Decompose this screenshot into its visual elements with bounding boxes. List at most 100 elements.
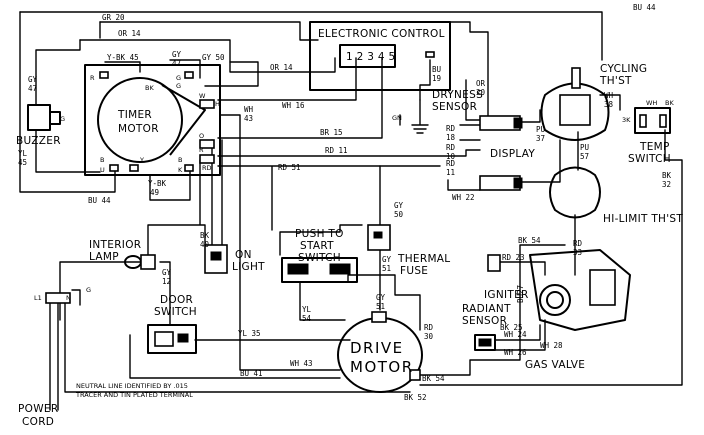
igniter: IGNITER — [484, 254, 528, 301]
wire-label: RD — [446, 124, 456, 133]
thermal-fuse: THERMAL FUSE — [367, 224, 450, 277]
wire-wh16 — [217, 57, 357, 101]
wire-bu44-left — [19, 11, 116, 193]
wire-rd51 — [217, 165, 441, 231]
ground-symbol — [411, 99, 429, 134]
radiant-sensor-box — [474, 334, 496, 351]
cycling-thst-label-1: CYCLING — [600, 63, 647, 75]
timer-terminal — [199, 99, 215, 109]
wire-label: BK 54 — [422, 374, 445, 383]
wire-label: GY 50 — [202, 53, 225, 62]
wire-label: WH 24 — [504, 330, 527, 339]
gas-valve-coil-inner — [546, 291, 564, 309]
on-light: ON LIGHT — [204, 244, 265, 274]
wire-label: 45 — [18, 158, 27, 167]
wire-label: GY — [162, 268, 172, 277]
wire-gy12 — [159, 261, 171, 326]
display-plug — [513, 177, 523, 189]
radiant-sensor-label-2: SENSOR — [462, 315, 507, 327]
timer-terminal — [184, 164, 194, 172]
cord-g-label: G — [86, 286, 91, 294]
door-switch: DOOR SWITCH — [147, 294, 197, 354]
thermal-fuse-label-1: THERMAL — [397, 253, 450, 265]
wire-gy47-left — [35, 39, 81, 106]
wire-rd11 — [217, 149, 481, 157]
wire-label: 37 — [536, 134, 545, 143]
door-switch-label-2: SWITCH — [154, 306, 197, 318]
timer-terminal-b: B — [100, 156, 104, 164]
wire-label: OR — [476, 79, 486, 88]
hi-limit-thermostat: HI-LIMIT TH'ST — [549, 166, 683, 225]
wire-label: 18 — [446, 133, 456, 142]
wire-label: BU 44 — [88, 196, 111, 205]
wire-label: RD — [573, 239, 583, 248]
push-switch-box — [281, 257, 358, 283]
radiant-sensor-element — [478, 338, 492, 347]
timer-motor-label-2: MOTOR — [118, 123, 159, 135]
temp-switch-label-1: TEMP — [639, 141, 670, 153]
neutral-note-1: NEUTRAL LINE IDENTIFIED BY .015 — [76, 382, 188, 390]
drive-motor-label-1: DRIVE — [350, 339, 404, 357]
wire-label: RD 23 — [502, 253, 525, 262]
timer-terminal-h: H — [215, 100, 220, 108]
wire-label: 12 — [162, 277, 171, 286]
neutral-note-2: TRACER AND TIN PLATED TERMINAL — [75, 391, 193, 399]
wire-label: 40 — [200, 240, 210, 249]
wire-gy47-timer — [169, 59, 201, 79]
drive-motor-terminal — [371, 311, 387, 323]
wire-bk52 — [64, 299, 411, 393]
timer-terminal-r: R — [90, 74, 95, 82]
push-to-start-switch: PUSH TO START SWITCH — [281, 228, 358, 283]
wire-temp-bk32 — [419, 129, 683, 386]
wire-wh22 — [447, 179, 481, 191]
on-light-label-2: LIGHT — [232, 261, 265, 273]
power-cord-label-2: CORD — [22, 416, 54, 428]
thermal-fuse-element — [373, 231, 383, 239]
hi-limit-label: HI-LIMIT TH'ST — [603, 213, 683, 225]
wire-label: RD 11 — [325, 146, 348, 155]
wire-label: GY — [28, 75, 38, 84]
lamp-socket — [140, 254, 156, 270]
push-switch-terminal — [329, 263, 351, 275]
wire-label: BK — [662, 171, 672, 180]
buzzer-label: BUZZER — [16, 135, 61, 147]
temp-terminal-bk: BK — [665, 99, 674, 107]
temp-switch-label-2: SWITCH — [628, 153, 671, 165]
control-connector — [339, 44, 396, 68]
wire-label: GY — [394, 201, 404, 210]
wire-label: 33 — [573, 248, 582, 257]
radiant-sensor-label-1: RADIANT — [462, 303, 511, 315]
wire-label: 11 — [446, 168, 455, 177]
wire-label: 49 — [150, 188, 159, 197]
wire-label: PU — [536, 125, 545, 134]
buzzer-box — [27, 104, 51, 131]
timer-terminal-b2: B — [178, 156, 182, 164]
wire-label: 30 — [424, 332, 434, 341]
wire-label: WH 16 — [282, 101, 305, 110]
wire-push — [279, 224, 363, 256]
timer-terminal-rd: RD — [202, 164, 212, 172]
timer-cam — [161, 84, 206, 156]
wire-bk54-bottom — [419, 244, 566, 376]
wire-or20 — [465, 79, 481, 121]
timer-terminal — [109, 164, 119, 172]
timer-terminal-k: K — [178, 166, 183, 174]
wire-label: 38 — [604, 100, 614, 109]
timer-terminal-r2: R — [199, 146, 204, 154]
push-start-label-1: PUSH TO — [295, 228, 344, 240]
wire-label: BK — [200, 231, 210, 240]
display: DISPLAY — [479, 115, 535, 191]
wire-label: RD — [446, 143, 456, 152]
push-start-label-2: START — [300, 240, 334, 252]
control-terminal — [425, 51, 435, 58]
timer-terminal — [99, 71, 109, 79]
control-pins-label: 1 2 3 4 5 — [346, 51, 395, 63]
gas-valve-body — [529, 249, 631, 331]
cycling-thst-label-2: TH'ST — [599, 75, 632, 87]
wire-bk40 — [147, 159, 206, 256]
wire-label: BK 25 — [500, 323, 523, 332]
wire-label: 19 — [432, 74, 441, 83]
electronic-control: ELECTRONIC CONTROL 1 2 3 4 5 — [309, 21, 451, 91]
hi-limit-body — [549, 166, 601, 219]
temp-terminal-3k: 3K — [622, 116, 631, 124]
